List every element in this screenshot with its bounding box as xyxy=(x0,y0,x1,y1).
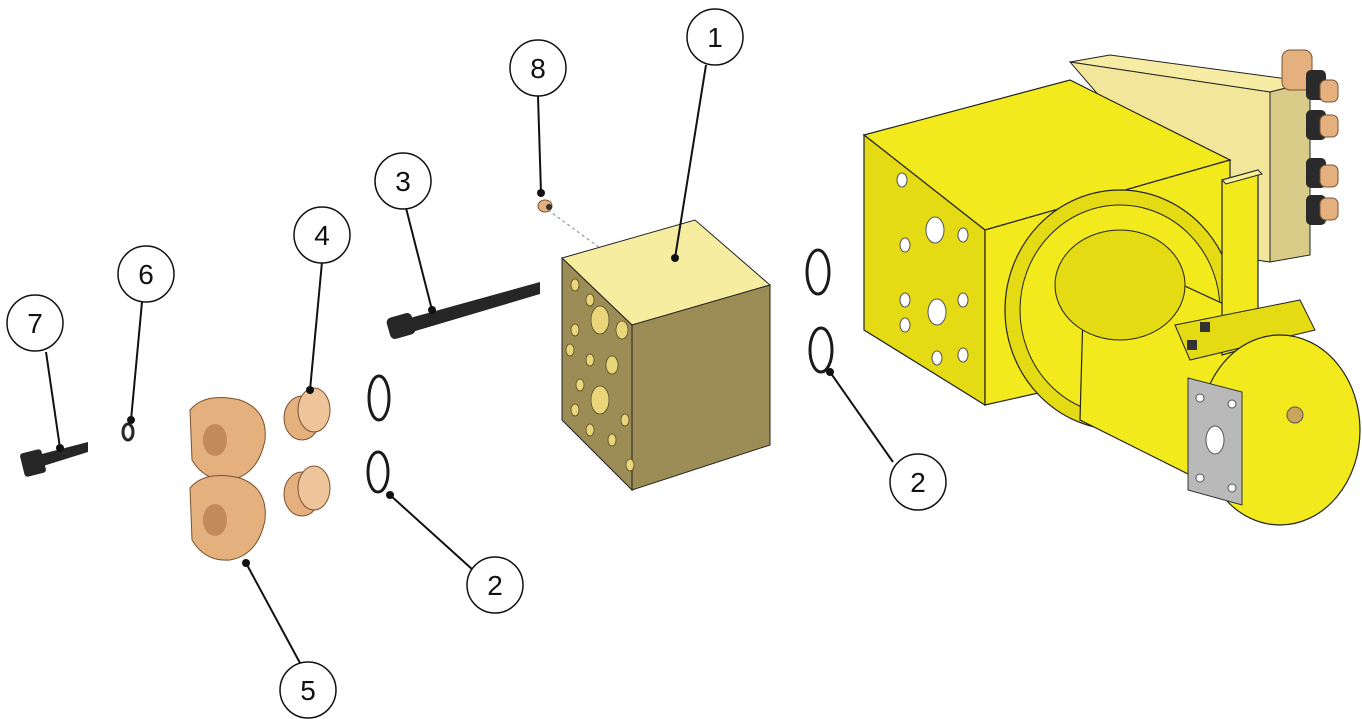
callout-1-label: 1 xyxy=(707,22,723,53)
small-plug xyxy=(537,199,553,213)
manifold-side-face xyxy=(631,284,771,491)
split-flanges xyxy=(189,397,266,561)
callout-7-label: 7 xyxy=(27,308,43,339)
leader-4 xyxy=(309,261,323,391)
cylinder-collar xyxy=(1174,299,1316,361)
plug-centerline xyxy=(547,209,601,249)
leader-2a xyxy=(389,494,474,571)
callout-4-label: 4 xyxy=(314,220,330,251)
o-ring-right-lower xyxy=(808,326,834,374)
lock-washer xyxy=(121,422,135,442)
callout-balloons: 1 2 2 3 4 5 6 7 xyxy=(6,8,947,719)
manifold-ports xyxy=(565,278,635,472)
leader-1 xyxy=(674,64,707,259)
callout-5-label: 5 xyxy=(300,675,316,706)
callout-6-label: 6 xyxy=(138,259,154,290)
callout-1: 1 xyxy=(686,8,744,66)
callout-2a-label: 2 xyxy=(487,570,503,601)
o-ring-right-upper xyxy=(805,248,831,296)
callout-6: 6 xyxy=(117,245,175,303)
callout-8: 8 xyxy=(509,39,567,97)
o-rings xyxy=(366,248,834,494)
callout-4: 4 xyxy=(293,206,351,264)
rear-block-front xyxy=(1269,81,1311,263)
o-ring-left-upper xyxy=(367,374,391,422)
manifold-block xyxy=(561,219,772,492)
leader-8 xyxy=(537,95,542,194)
callout-5: 5 xyxy=(279,661,337,719)
hex-bolt xyxy=(20,442,88,477)
callout-2b: 2 xyxy=(889,453,947,511)
callout-8-label: 8 xyxy=(530,53,546,84)
callout-2a: 2 xyxy=(466,556,524,614)
main-block-holes xyxy=(896,172,969,366)
leader-7 xyxy=(45,351,61,449)
long-cap-screw xyxy=(386,282,540,339)
leader-5 xyxy=(245,562,301,664)
leader-lines xyxy=(45,64,894,664)
o-ring-left-lower xyxy=(366,450,390,494)
actuator-housing xyxy=(862,49,1361,526)
callout-3-label: 3 xyxy=(395,166,411,197)
callout-3: 3 xyxy=(374,152,432,210)
rear-fittings xyxy=(1281,49,1339,225)
leader-6 xyxy=(130,301,143,421)
callout-2b-label: 2 xyxy=(910,467,926,498)
bronze-bushings xyxy=(283,387,331,517)
leader-2b xyxy=(829,371,894,463)
leader-3 xyxy=(405,207,433,311)
callout-7: 7 xyxy=(6,294,64,352)
leader-dots xyxy=(56,189,834,567)
